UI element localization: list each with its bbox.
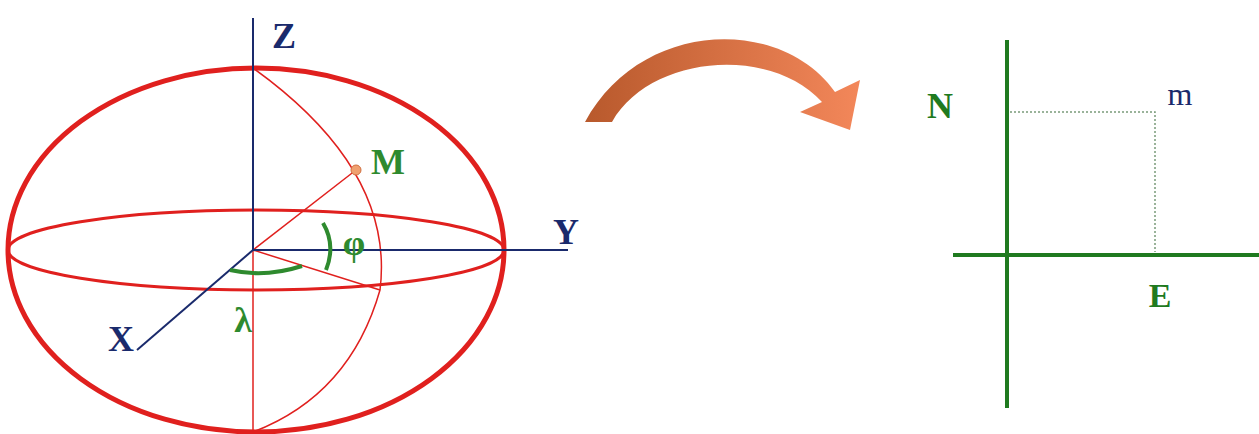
point-label: M bbox=[371, 144, 405, 180]
projection-guide bbox=[1010, 112, 1155, 252]
axis-label: Z bbox=[272, 18, 296, 54]
y-axis bbox=[253, 249, 568, 251]
axis-label: Y bbox=[553, 214, 579, 250]
angle-label: φ bbox=[343, 225, 365, 261]
axis-label: E bbox=[1149, 279, 1172, 313]
angle-label: λ bbox=[234, 302, 252, 338]
phi-arc bbox=[323, 223, 330, 270]
polar-line bbox=[252, 250, 254, 432]
point-marker bbox=[351, 165, 361, 175]
x-axis bbox=[137, 250, 253, 350]
east-axis bbox=[953, 253, 1259, 257]
lambda-arc bbox=[230, 266, 302, 273]
point-label: m bbox=[1168, 78, 1193, 110]
z-axis bbox=[252, 18, 254, 250]
axis-label: X bbox=[108, 321, 134, 357]
north-axis bbox=[1005, 40, 1009, 408]
radius-line bbox=[253, 170, 356, 250]
transform-arrow bbox=[585, 39, 860, 130]
axis-label: N bbox=[927, 88, 953, 124]
